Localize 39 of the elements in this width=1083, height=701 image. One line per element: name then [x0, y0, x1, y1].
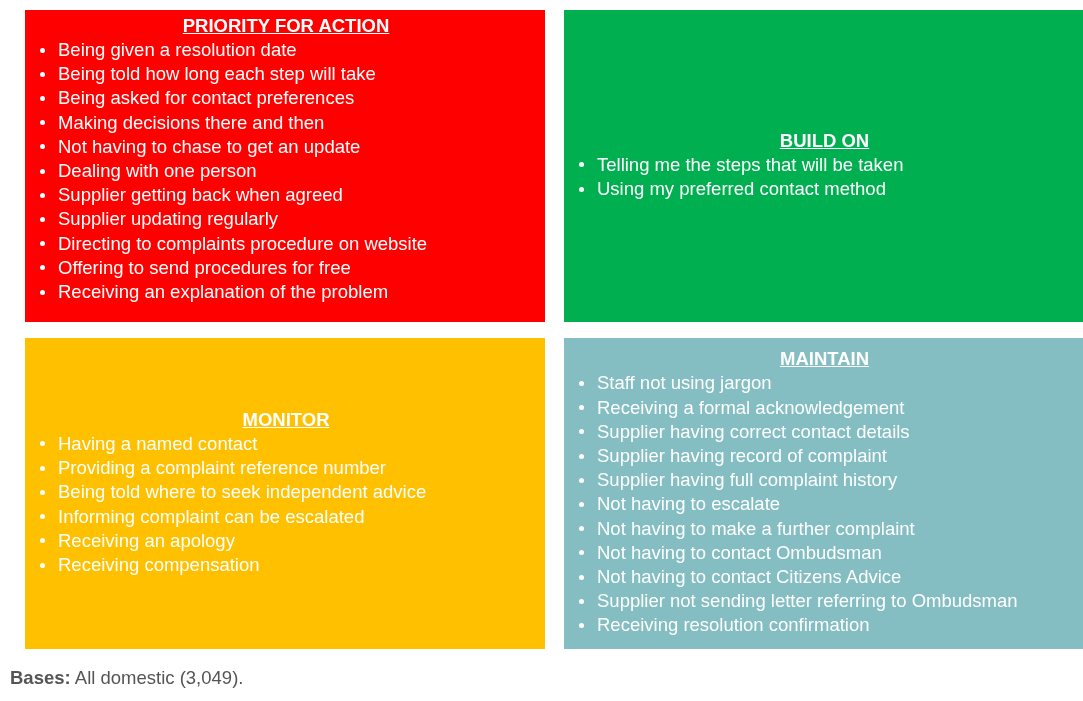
- bullet-item: Not having to contact Ombudsman: [597, 540, 882, 565]
- bullet-item: Supplier having correct contact details: [597, 419, 910, 444]
- bullet-item: Providing a complaint reference number: [58, 456, 387, 481]
- quadrant-panel: [25, 338, 545, 649]
- bullet-item: Supplier updating regularly: [58, 207, 279, 232]
- bullet-item: Being told where to seek independent advice: [58, 480, 427, 505]
- quadrant-heading: BUILD ON: [779, 128, 870, 153]
- bullet-item: Supplier having record of complaint: [597, 444, 887, 468]
- bullet-item: Dealing with one person: [58, 159, 257, 183]
- bullet-item: Not having to chase to get an update: [58, 134, 361, 159]
- bullet-item: Receiving an apology: [58, 528, 235, 553]
- bullet-item: Not having to escalate: [597, 492, 781, 517]
- bullet-item: Not having to make a further complaint: [597, 516, 915, 541]
- bullet-item: Staff not using jargon: [597, 371, 772, 396]
- quadrant-panel: [564, 10, 1083, 322]
- bullet-item: Receiving resolution confirmation: [597, 613, 870, 638]
- bullet-item: Having a named contact: [58, 431, 258, 456]
- bullet-item: Being given a resolution date: [58, 38, 297, 62]
- bullet-item: Receiving compensation: [58, 552, 260, 577]
- quadrant-heading: MONITOR: [242, 407, 330, 432]
- bullet-item: Being told how long each step will take: [58, 62, 376, 87]
- bullet-item: Making decisions there and then: [58, 110, 325, 135]
- bullet-item: Directing to complaints procedure on website: [58, 231, 428, 256]
- bullet-item: Receiving an explanation of the problem: [58, 280, 389, 305]
- bullet-item: Supplier having full complaint history: [597, 468, 898, 493]
- bullet-item: Not having to contact Citizens Advice: [597, 565, 902, 589]
- bullet-item: Being asked for contact preferences: [58, 86, 355, 111]
- bullet-item: Informing complaint can be escalated: [58, 504, 365, 529]
- bullet-item: Offering to send procedures for free: [58, 255, 351, 280]
- base-note: Bases: All domestic (3,049).: [10, 667, 244, 689]
- bullet-item: Supplier not sending letter referring to Ombudsman: [597, 589, 1018, 614]
- bullet-item: Receiving a formal acknowledgement: [597, 395, 905, 420]
- bullet-item: Telling me the steps that will be taken: [597, 152, 904, 177]
- quadrant-heading: MAINTAIN: [779, 347, 870, 372]
- bullet-item: Using my preferred contact method: [597, 177, 886, 201]
- quadrant-heading: PRIORITY FOR ACTION: [182, 14, 390, 38]
- quadrant-panel: [25, 10, 545, 322]
- quadrant-panel: [564, 338, 1083, 649]
- bullet-item: Supplier getting back when agreed: [58, 183, 343, 208]
